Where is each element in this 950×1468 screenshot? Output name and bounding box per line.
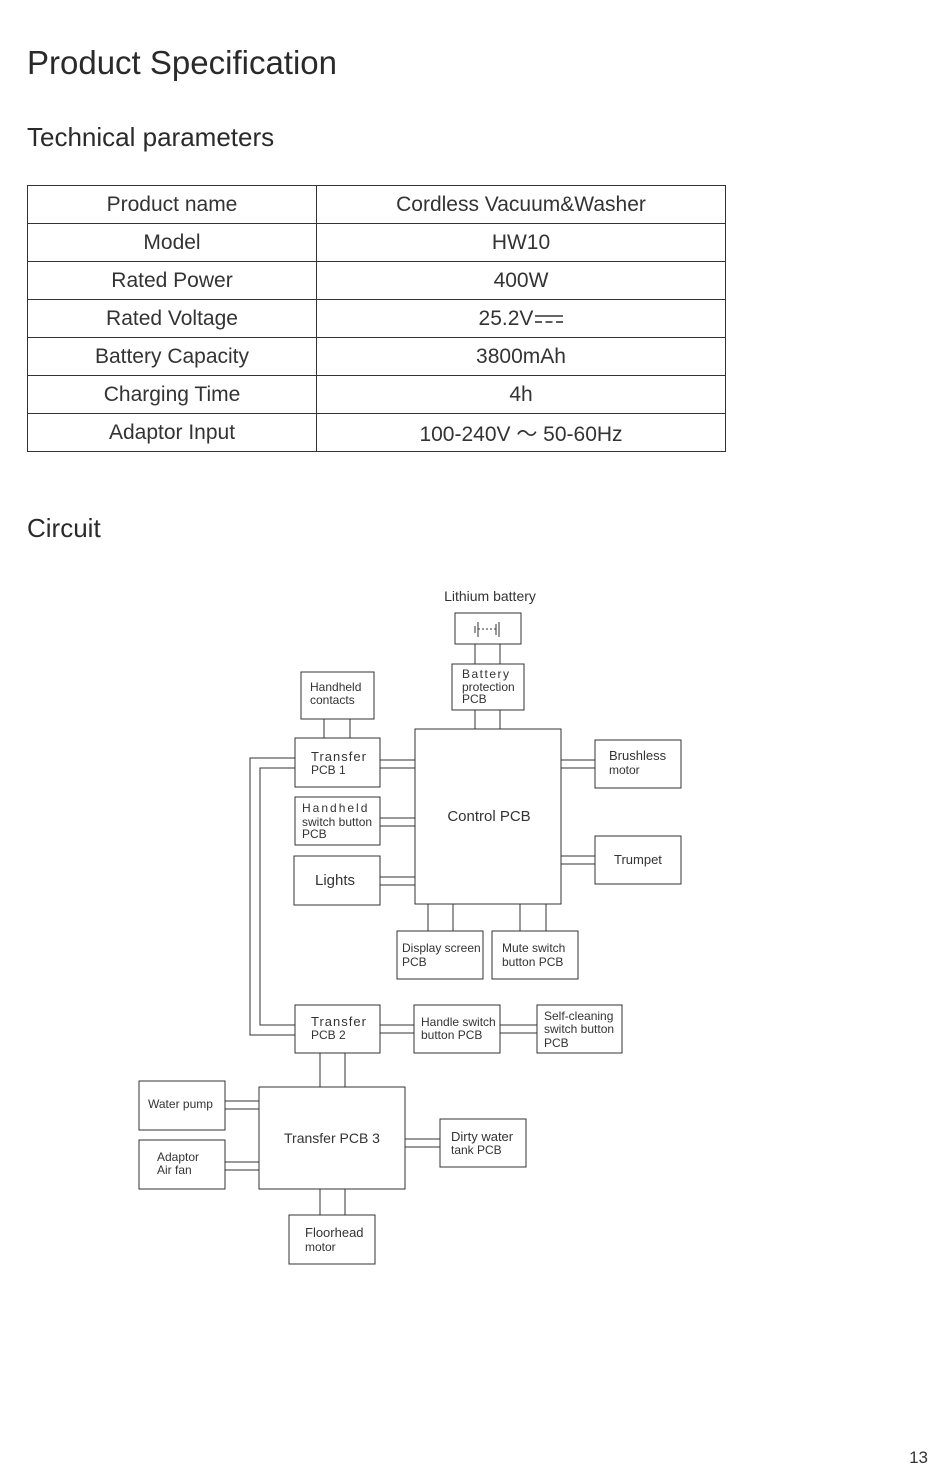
battery-protection-label-line1: Battery — [462, 667, 511, 681]
mute-switch-button-pcb-box — [491, 930, 579, 980]
handheld-contacts-label-line2: contacts — [310, 693, 355, 707]
battery-symbol-box — [454, 612, 522, 645]
table-row: Adaptor Input 100-240V ～ 50-60Hz — [27, 413, 726, 452]
circuit-heading: Circuit — [27, 513, 101, 543]
handheld-switch-label-line1: Handheld — [302, 801, 369, 815]
row-value-charging-time: 4h — [316, 375, 726, 414]
self-cleaning-switch-button-pcb-box — [536, 1004, 623, 1054]
row-label-battery-capacity: Battery Capacity — [27, 337, 317, 376]
adaptor-air-fan-label-line2: Air fan — [157, 1163, 192, 1177]
transfer-pcb-1-label-line1: Transfer — [311, 749, 367, 764]
display-screen-label-line2: PCB — [402, 955, 427, 969]
handle-switch-label-line2: button PCB — [421, 1028, 482, 1042]
row-label-model: Model — [27, 223, 317, 262]
transfer-pcb-3-label: Transfer PCB 3 — [284, 1130, 380, 1146]
transfer-pcb-2-label-line2: PCB 2 — [311, 1028, 346, 1042]
handheld-contacts-label-line1: Handheld — [310, 680, 361, 694]
row-label-adaptor-input: Adaptor Input — [27, 413, 317, 452]
battery-protection-label-line2: protection — [462, 680, 515, 694]
floorhead-motor-box — [288, 1214, 376, 1265]
handle-switch-label-line1: Handle switch — [421, 1015, 496, 1029]
brushless-motor-label-line2: motor — [609, 763, 640, 777]
circuit-diagram: Lithium battery Battery protection PCB H… — [138, 588, 682, 1265]
control-pcb-box — [414, 728, 562, 905]
table-row: Charging Time 4h — [27, 375, 726, 414]
trumpet-label: Trumpet — [614, 852, 662, 867]
handheld-switch-button-pcb-box — [294, 796, 381, 846]
display-screen-pcb-box — [396, 930, 484, 980]
trumpet-box — [594, 835, 682, 885]
dirty-water-label-line2: tank PCB — [451, 1143, 502, 1157]
transfer-pcb-2-box — [294, 1004, 381, 1054]
control-pcb-label: Control PCB — [447, 808, 530, 825]
dirty-water-tank-pcb-box — [439, 1118, 527, 1168]
handheld-switch-label-line3: PCB — [302, 827, 327, 841]
row-label-rated-voltage: Rated Voltage — [27, 299, 317, 338]
row-value-adaptor-input: 100-240V ～ 50-60Hz — [316, 413, 726, 452]
lithium-battery-label: Lithium battery — [444, 588, 536, 604]
water-pump-label: Water pump — [148, 1097, 213, 1111]
page-title: Product Specification — [27, 44, 338, 81]
floorhead-motor-label-line1: Floorhead — [305, 1225, 364, 1240]
row-value-rated-voltage: 25.2V — [316, 299, 726, 338]
transfer-pcb-2-label-line1: Transfer — [311, 1014, 367, 1029]
row-label-charging-time: Charging Time — [27, 375, 317, 414]
row-value-rated-power: 400W — [316, 261, 726, 300]
adaptor-air-fan-label-line1: Adaptor — [157, 1150, 199, 1164]
page-number: 13 — [909, 1448, 928, 1467]
row-value-model: HW10 — [316, 223, 726, 262]
dc-symbol-icon — [535, 315, 564, 323]
brushless-motor-label-line1: Brushless — [609, 748, 667, 763]
transfer-pcb-1-label-line2: PCB 1 — [311, 763, 346, 777]
table-row: Battery Capacity 3800mAh — [27, 337, 726, 376]
water-pump-box — [138, 1080, 226, 1131]
table-row: Model HW10 — [27, 223, 726, 262]
transfer-pcb-3-box — [258, 1086, 406, 1190]
table-row: Rated Power 400W — [27, 261, 726, 300]
circuit-wires — [225, 644, 595, 1215]
battery-protection-pcb-box — [451, 663, 525, 711]
technical-parameters-heading: Technical parameters — [27, 122, 275, 152]
technical-parameters-table: Product name Cordless Vacuum&Washer Mode… — [27, 185, 726, 452]
mute-switch-label-line1: Mute switch — [502, 941, 565, 955]
battery-icon — [474, 622, 500, 637]
transfer-pcb-1-box — [294, 737, 381, 788]
table-row: Rated Voltage 25.2V — [27, 299, 726, 338]
lights-box — [293, 855, 381, 906]
display-screen-label-line1: Display screen — [402, 941, 481, 955]
battery-protection-label-line3: PCB — [462, 692, 487, 706]
rated-voltage-value: 25.2V — [478, 306, 534, 330]
lights-label: Lights — [315, 872, 355, 889]
dirty-water-label-line1: Dirty water — [451, 1129, 514, 1144]
handle-switch-button-pcb-box — [413, 1004, 501, 1054]
handheld-switch-label-line2: switch button — [302, 815, 372, 829]
handheld-contacts-box — [300, 671, 375, 720]
row-label-product-name: Product name — [27, 185, 317, 224]
self-cleaning-label-line2: switch button — [544, 1022, 614, 1036]
row-value-battery-capacity: 3800mAh — [316, 337, 726, 376]
mute-switch-label-line2: button PCB — [502, 955, 563, 969]
brushless-motor-box — [594, 739, 682, 789]
row-label-rated-power: Rated Power — [27, 261, 317, 300]
self-cleaning-label-line3: PCB — [544, 1036, 569, 1050]
table-row: Product name Cordless Vacuum&Washer — [27, 185, 726, 224]
row-value-product-name: Cordless Vacuum&Washer — [316, 185, 726, 224]
adaptor-air-fan-box — [138, 1139, 226, 1190]
floorhead-motor-label-line2: motor — [305, 1240, 336, 1254]
self-cleaning-label-line1: Self-cleaning — [544, 1009, 613, 1023]
